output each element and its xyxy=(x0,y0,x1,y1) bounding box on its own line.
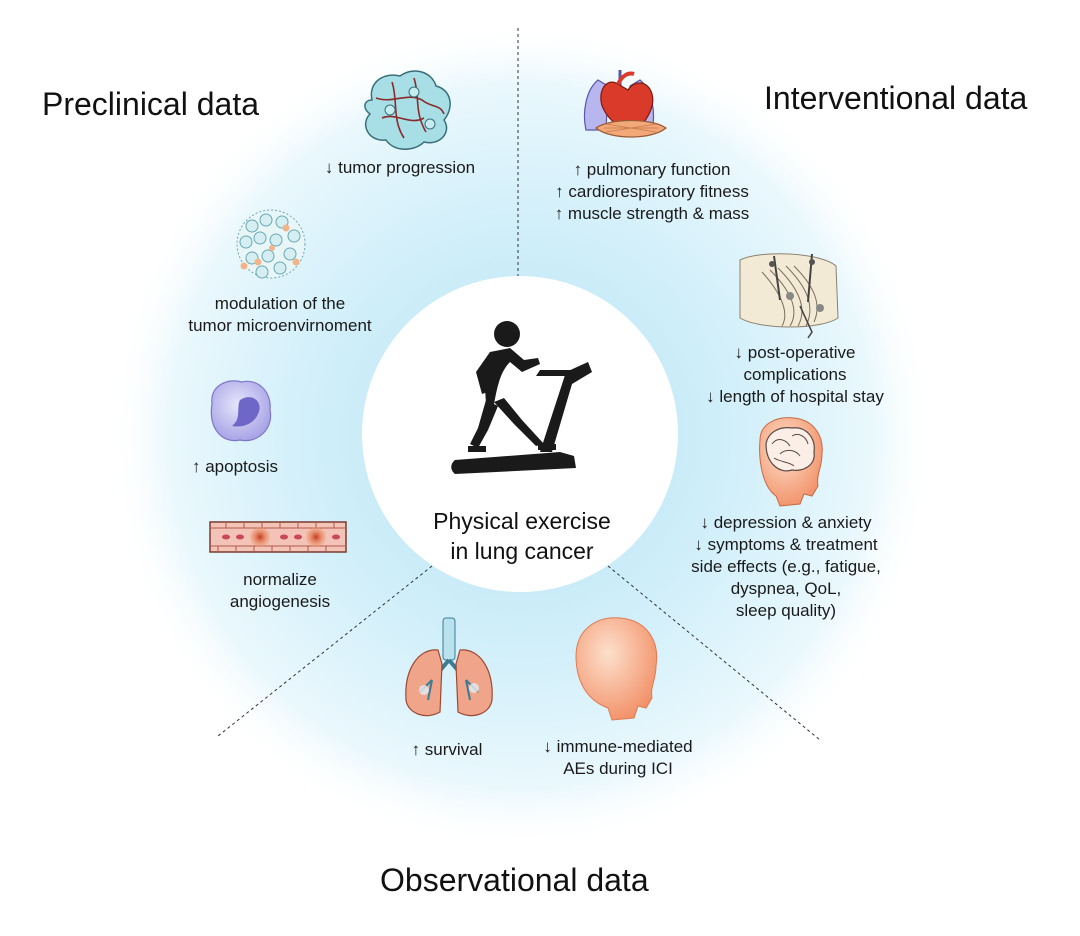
label-immune-aes: ↓ immune-mediated AEs during ICI xyxy=(543,737,693,778)
section-title-interventional: Interventional data xyxy=(764,80,1028,116)
lungs-icon xyxy=(405,617,493,717)
center-title: Physical exercise in lung cancer xyxy=(392,506,652,566)
center-title-line-1: Physical exercise xyxy=(433,508,611,534)
section-title-observational: Observational data xyxy=(380,862,649,898)
tumor-icon xyxy=(364,70,451,150)
center-circle xyxy=(362,276,678,592)
label-survival: ↑ survival xyxy=(411,740,483,759)
label-tumor-microenvironment: modulation of the tumor microenvirnoment xyxy=(188,294,372,335)
microenvironment-icon xyxy=(236,209,306,279)
treadmill-runner-icon xyxy=(451,321,592,474)
label-tumor-progression: ↓ tumor progression xyxy=(324,158,476,177)
brain-head-icon xyxy=(759,417,823,507)
center-title-line-2: in lung cancer xyxy=(450,538,594,564)
apoptosis-cell-icon xyxy=(210,380,272,442)
label-fitness: ↑ pulmonary function ↑ cardiorespiratory… xyxy=(554,160,750,223)
label-mental-health: ↓ depression & anxiety ↓ symptoms & trea… xyxy=(691,513,881,620)
divider-lower-right xyxy=(607,565,821,741)
heart-lungs-muscle-icon xyxy=(583,70,667,138)
head-icon xyxy=(575,617,658,721)
label-angiogenesis: normalize angiogenesis xyxy=(229,570,331,611)
chest-surgery-icon xyxy=(739,253,839,339)
label-postop: ↓ post-operative complications ↓ length … xyxy=(706,343,884,406)
section-title-preclinical: Preclinical data xyxy=(42,86,259,122)
label-apoptosis: ↑ apoptosis xyxy=(192,457,278,476)
blood-vessel-icon xyxy=(209,521,347,553)
